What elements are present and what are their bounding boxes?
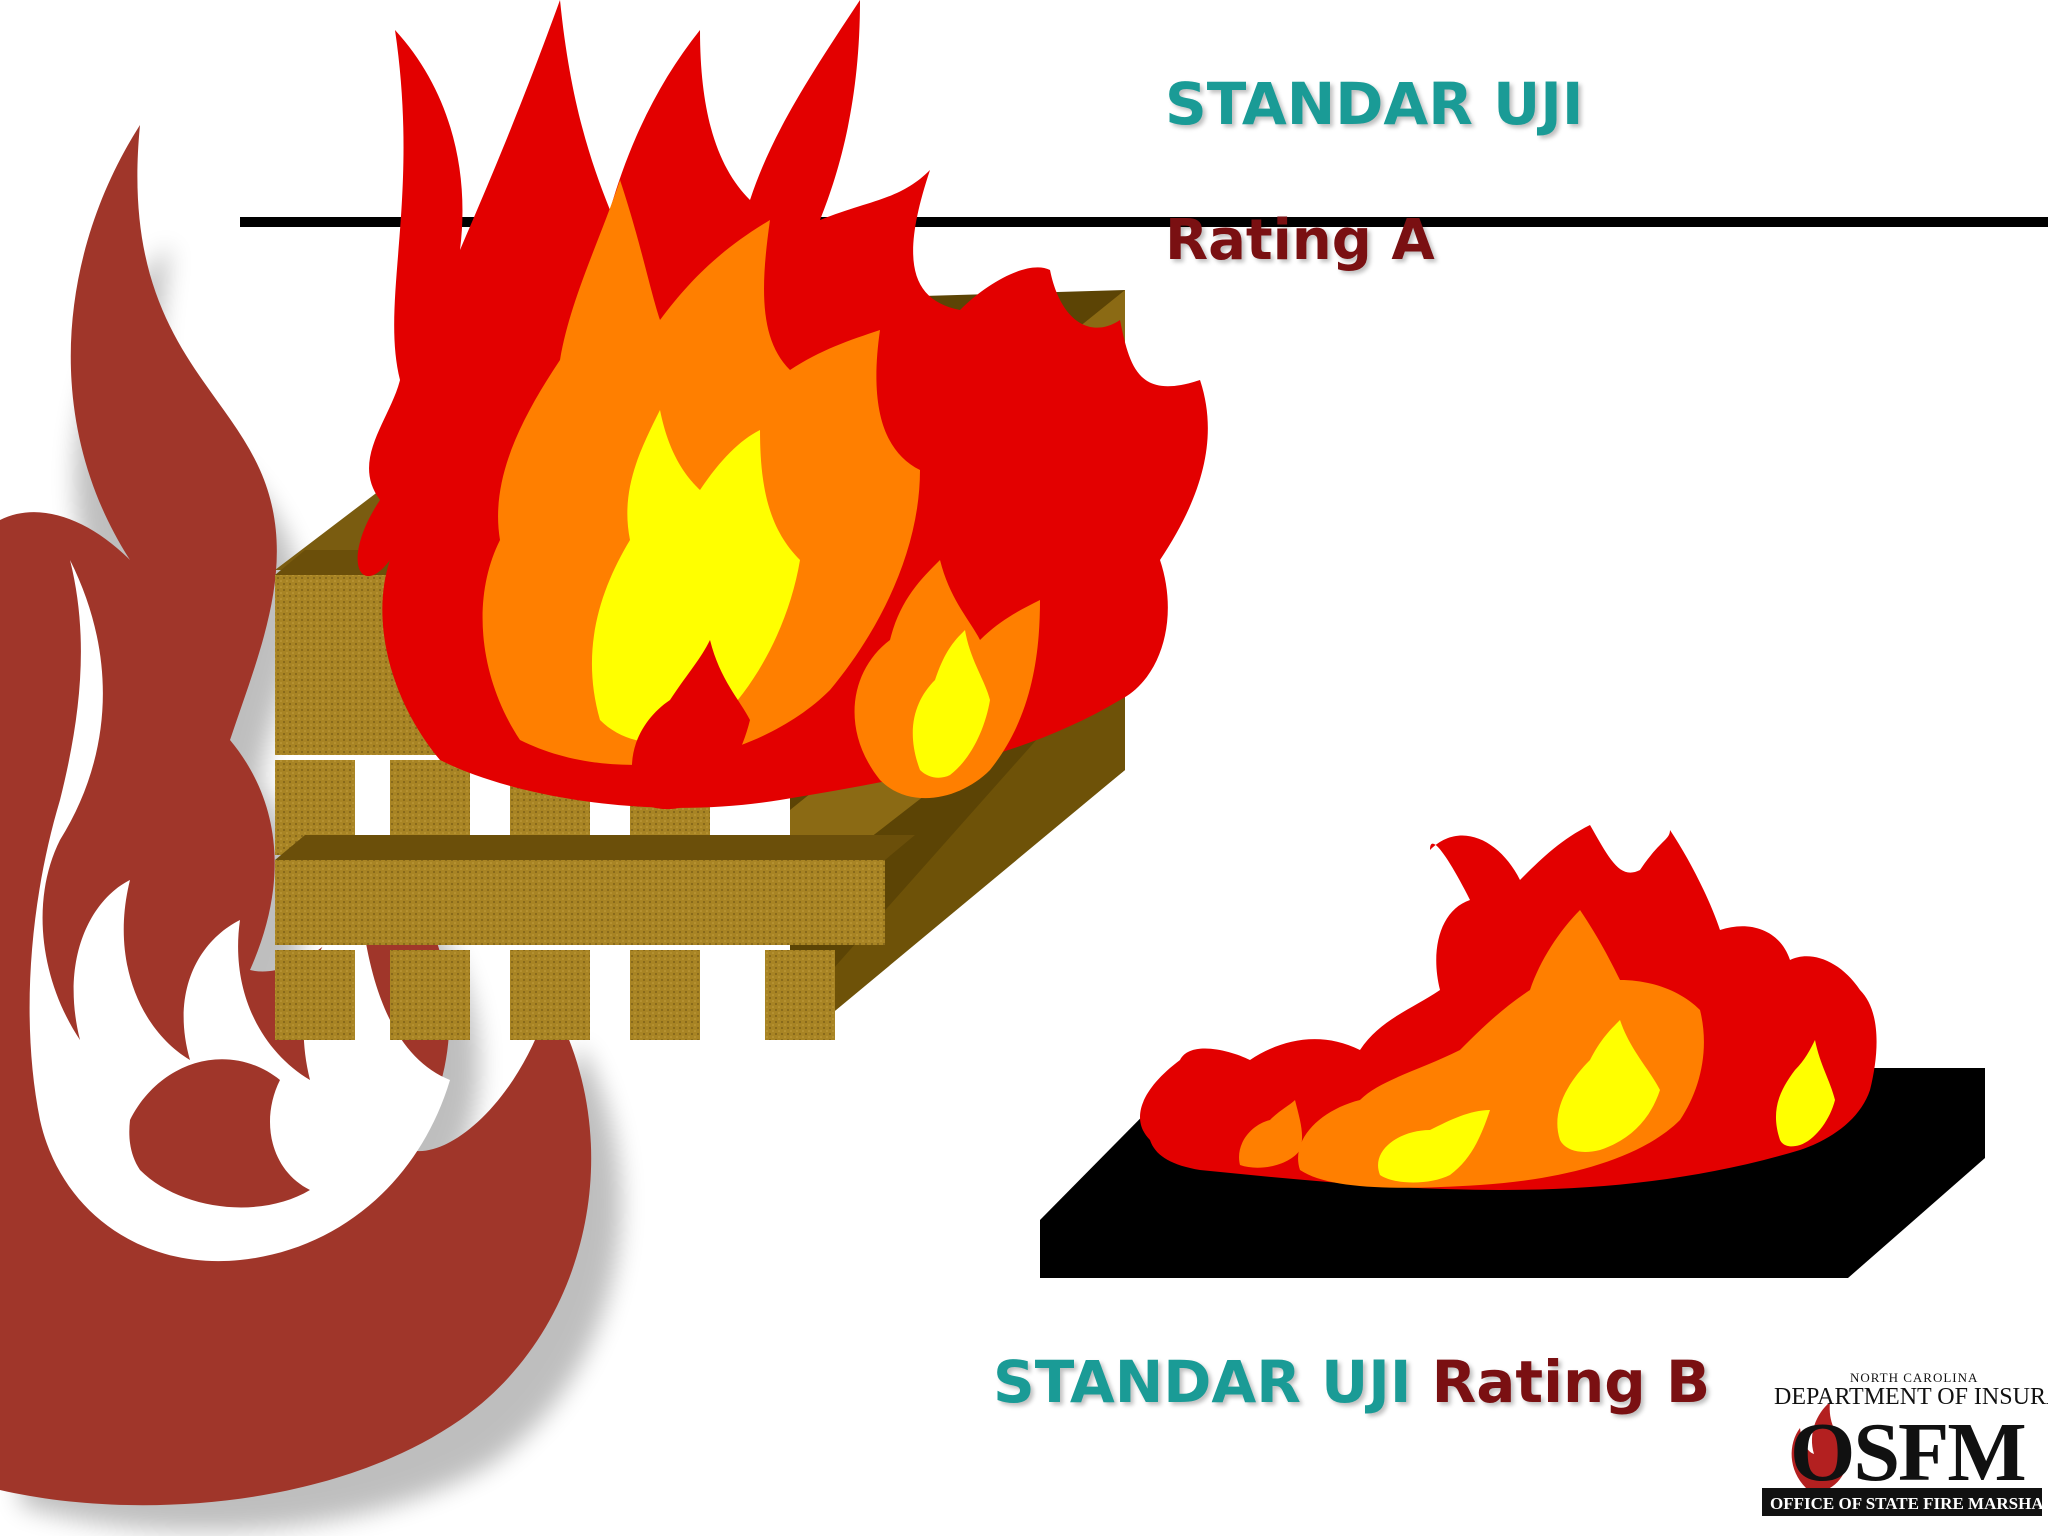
rating-a-title: STANDAR UJI	[1165, 70, 1584, 138]
rating-b-label: Rating B	[1431, 1348, 1711, 1416]
background-flame-icon	[0, 125, 622, 1532]
rating-b-caption: STANDAR UJI Rating B	[993, 1348, 1710, 1416]
osfm-logo-acronym: OSFM	[1790, 1406, 2027, 1499]
wood-crib-fire-icon	[275, 0, 1208, 1040]
osfm-flame-icon	[1791, 1402, 1848, 1492]
title-rule	[240, 217, 2048, 227]
osfm-logo-office: OFFICE OF STATE FIRE MARSHAL	[1770, 1494, 2048, 1513]
rating-a-label: Rating A	[1165, 208, 1435, 273]
osfm-logo-state: NORTH CAROLINA	[1850, 1370, 1979, 1385]
pan-fire-icon	[1040, 825, 1985, 1278]
osfm-logo-banner	[1762, 1488, 2042, 1516]
osfm-logo-department: DEPARTMENT OF INSURANCE	[1774, 1384, 2048, 1410]
rating-b-prefix: STANDAR UJI	[993, 1348, 1412, 1416]
